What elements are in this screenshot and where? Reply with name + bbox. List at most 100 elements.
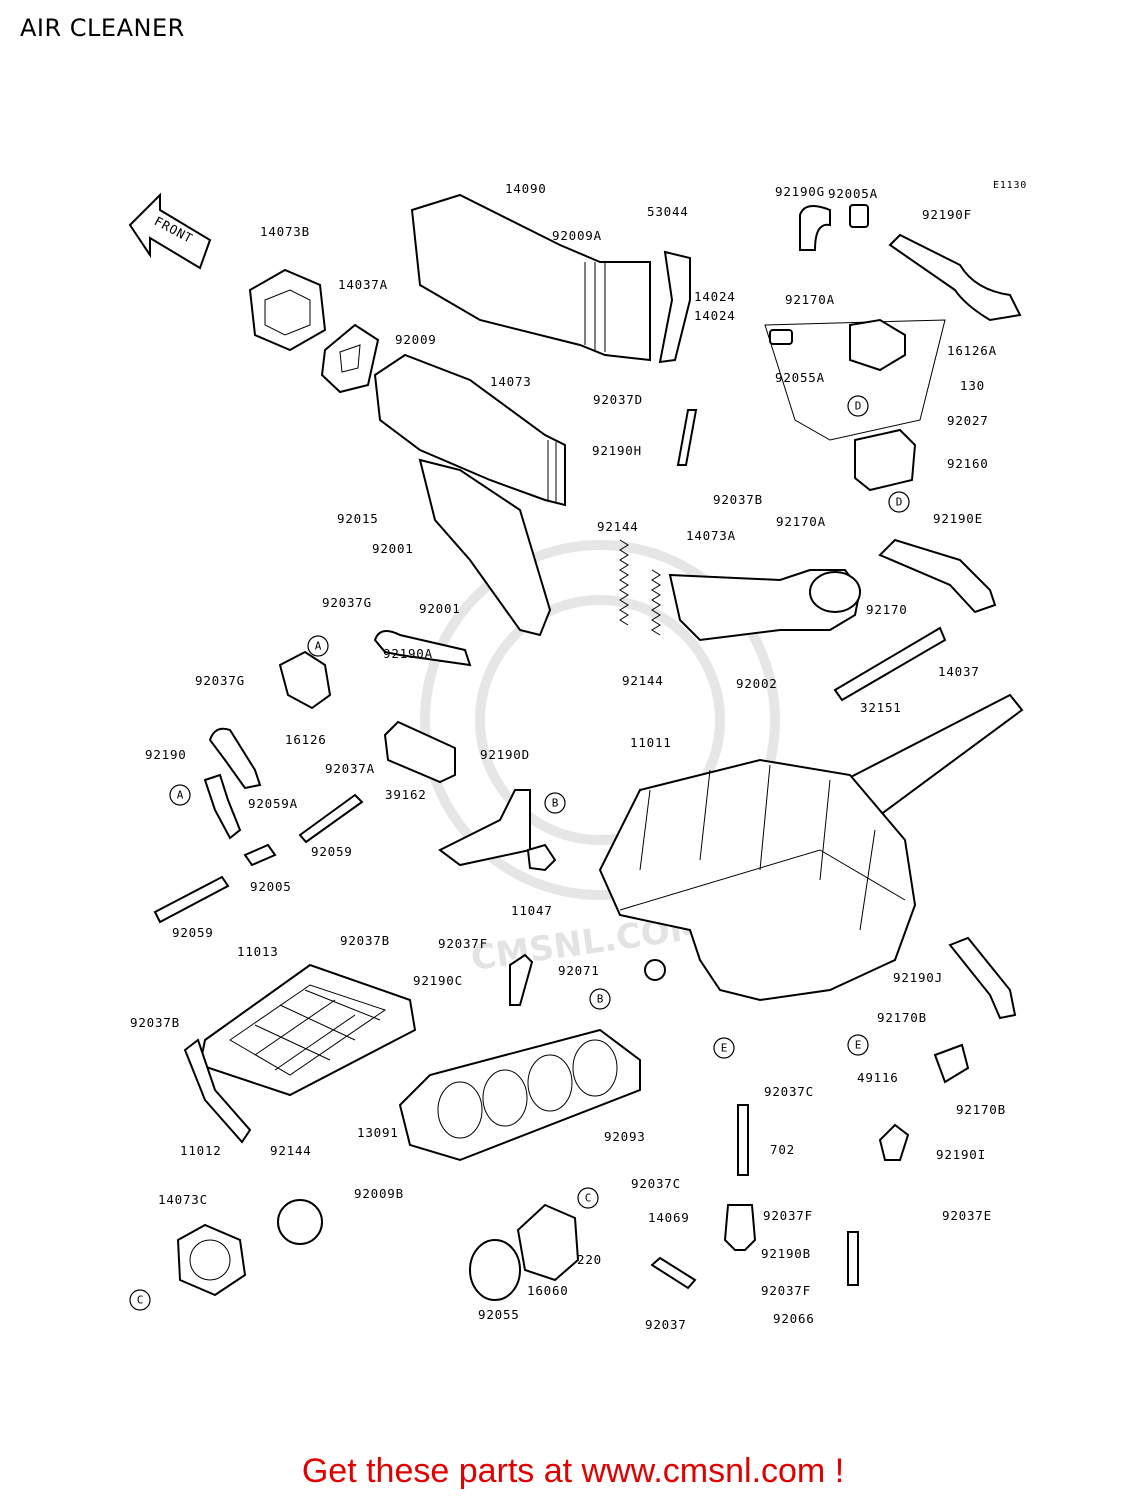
part-label: 92170A [785, 292, 835, 307]
air-cleaner-parts [153, 193, 1024, 1301]
part-label: 92190I [936, 1147, 986, 1162]
part-label: 32151 [860, 700, 902, 715]
screen-14037a [320, 323, 380, 394]
part-label: 220 [577, 1252, 602, 1267]
part-label: 92037F [438, 936, 488, 951]
part-label: 92001 [419, 601, 461, 616]
part-label: 92190 [145, 747, 187, 762]
marker-C-2: C [129, 1289, 151, 1311]
part-label: 92055A [775, 370, 825, 385]
part-label: 92037B [130, 1015, 180, 1030]
strip-53044 [658, 250, 691, 364]
part-label: 92037B [340, 933, 390, 948]
part-label: 14037 [938, 664, 980, 679]
part-label: 92005 [250, 879, 292, 894]
part-label: 92015 [337, 511, 379, 526]
separator-14069 [723, 1204, 757, 1251]
part-label: 14024 [694, 308, 736, 323]
part-label: 92190B [761, 1246, 811, 1261]
part-label: 92037F [761, 1283, 811, 1298]
clamp-11047 [526, 843, 557, 872]
hose-92059a [203, 773, 242, 840]
part-label: 92005A [828, 186, 878, 201]
valve-16126 [278, 650, 332, 710]
part-label: 92055 [478, 1307, 520, 1322]
part-label: 53044 [647, 204, 689, 219]
part-label: 92037F [763, 1208, 813, 1223]
pipe-32151 [833, 626, 947, 702]
marker-B-2: B [589, 988, 611, 1010]
part-label: 92071 [558, 963, 600, 978]
part-label: 92190E [933, 511, 983, 526]
spring-92144-a [619, 539, 629, 626]
part-label: 11013 [237, 944, 279, 959]
spring-92144-b [651, 569, 661, 636]
part-label: 92037D [593, 392, 643, 407]
part-label: 92170B [956, 1102, 1006, 1117]
part-label: 92037A [325, 761, 375, 776]
part-label: 92037C [764, 1084, 814, 1099]
valve-49116 [933, 1043, 970, 1084]
part-label: 11011 [630, 735, 672, 750]
part-label: 92190C [413, 973, 463, 988]
part-label: 92009A [552, 228, 602, 243]
part-label: 92037 [645, 1317, 687, 1332]
part-label: 92009B [354, 1186, 404, 1201]
marker-E-2: E [713, 1037, 735, 1059]
part-label: 14073B [260, 224, 310, 239]
hose-92190f [888, 233, 1022, 322]
part-label: 92190F [922, 207, 972, 222]
filter-39162 [383, 720, 456, 784]
hose-92190a [373, 630, 472, 667]
part-label: 92160 [947, 456, 989, 471]
marker-A-2: A [169, 784, 191, 806]
pipe-92190b [847, 1231, 859, 1286]
part-label: 16126A [947, 343, 997, 358]
part-label: 92144 [597, 519, 639, 534]
pipe-92059-b [153, 875, 230, 924]
part-label: 14037A [338, 277, 388, 292]
part-label: 92190H [592, 443, 642, 458]
marker-A-1: A [307, 635, 329, 657]
part-label: 92037G [195, 673, 245, 688]
duct-mouth-14073b [248, 268, 327, 352]
part-label: 92170B [877, 1010, 927, 1025]
front-arrow-icon: FRONT [128, 192, 212, 270]
marker-B-1: B [544, 792, 566, 814]
part-label: 92190J [893, 970, 943, 985]
duct-14073a [668, 569, 862, 642]
part-label: 14090 [505, 181, 547, 196]
footer-cta-link[interactable]: Get these parts at www.cmsnl.com ! [301, 1452, 845, 1490]
part-label: 92009 [395, 332, 437, 347]
plate-92037 [650, 1256, 697, 1290]
svg-text:E: E [855, 1039, 862, 1052]
part-label: 11047 [511, 903, 553, 918]
part-label: 92144 [270, 1143, 312, 1158]
parts-diagram: CMSNL.COM FRONT E1130 [128, 180, 1026, 1332]
svg-text:A: A [315, 640, 322, 653]
part-label: 49116 [857, 1070, 899, 1085]
hose-92190d [438, 789, 531, 867]
ref-markers: A A B B C C D D E E [129, 395, 910, 1311]
upper-duct-14090 [410, 193, 651, 362]
hose-702 [737, 1104, 749, 1176]
part-label: 92066 [773, 1311, 815, 1326]
part-label: 14024 [694, 289, 736, 304]
part-label: 92037C [631, 1176, 681, 1191]
marker-C-1: C [577, 1187, 599, 1209]
part-label: 92027 [947, 413, 989, 428]
svg-text:B: B [552, 797, 559, 810]
part-label: 16126 [285, 732, 327, 747]
marker-E-1: E [847, 1034, 869, 1056]
part-label: 39162 [385, 787, 427, 802]
bracket-92160 [854, 428, 917, 492]
marker-D-1: D [847, 395, 869, 417]
part-label: 14073C [158, 1192, 208, 1207]
page-title: AIR CLEANER [20, 14, 185, 42]
svg-text:D: D [896, 496, 903, 509]
part-label: 130 [960, 378, 985, 393]
part-label: 92059 [311, 844, 353, 859]
fitting-92005 [243, 843, 277, 867]
strip-11012 [183, 1038, 252, 1144]
marker-D-2: D [888, 491, 910, 513]
